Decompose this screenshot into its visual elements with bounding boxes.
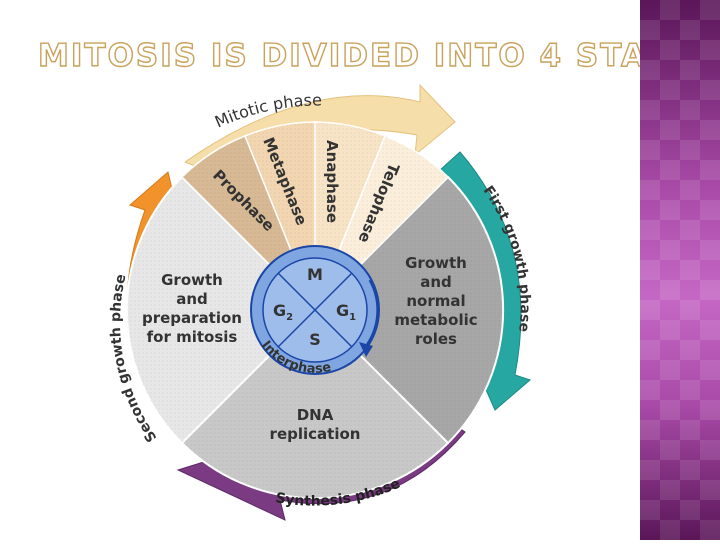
g2-line-1: Growth	[161, 271, 223, 289]
s-line-2: replication	[270, 425, 361, 443]
interphase-center: M G2 G1 S Interphase	[250, 245, 380, 377]
g1-line-3: normal	[406, 292, 465, 310]
g2-sector-text: Growth and preparation for mitosis	[142, 271, 242, 346]
g1-sector-text: Growth and normal metabolic roles	[394, 254, 477, 348]
s-label: S	[309, 330, 321, 349]
g1-line-1: Growth	[405, 254, 467, 272]
decorative-sidebar	[640, 0, 720, 540]
slide-title: MITOSIS IS DIVIDED INTO 4 STAGES	[37, 37, 720, 74]
g1-line-4: metabolic	[394, 311, 477, 329]
g2-label: G2	[273, 301, 293, 323]
g1-line-5: roles	[415, 330, 457, 348]
g1-line-2: and	[420, 273, 452, 291]
g2-line-4: for mitosis	[147, 328, 238, 346]
m-label: M	[307, 265, 323, 284]
cell-cycle-svg: Mitotic phase First growth phase Synthes…	[108, 83, 533, 521]
s-line-1: DNA	[297, 406, 334, 424]
s-sector-text: DNA replication	[270, 406, 361, 443]
anaphase-label: Anaphase	[323, 140, 341, 223]
g2-line-2: and	[176, 290, 208, 308]
g1-label: G1	[336, 301, 356, 323]
g2-line-3: preparation	[142, 309, 242, 327]
cell-cycle-diagram: Mitotic phase First growth phase Synthes…	[90, 80, 540, 540]
